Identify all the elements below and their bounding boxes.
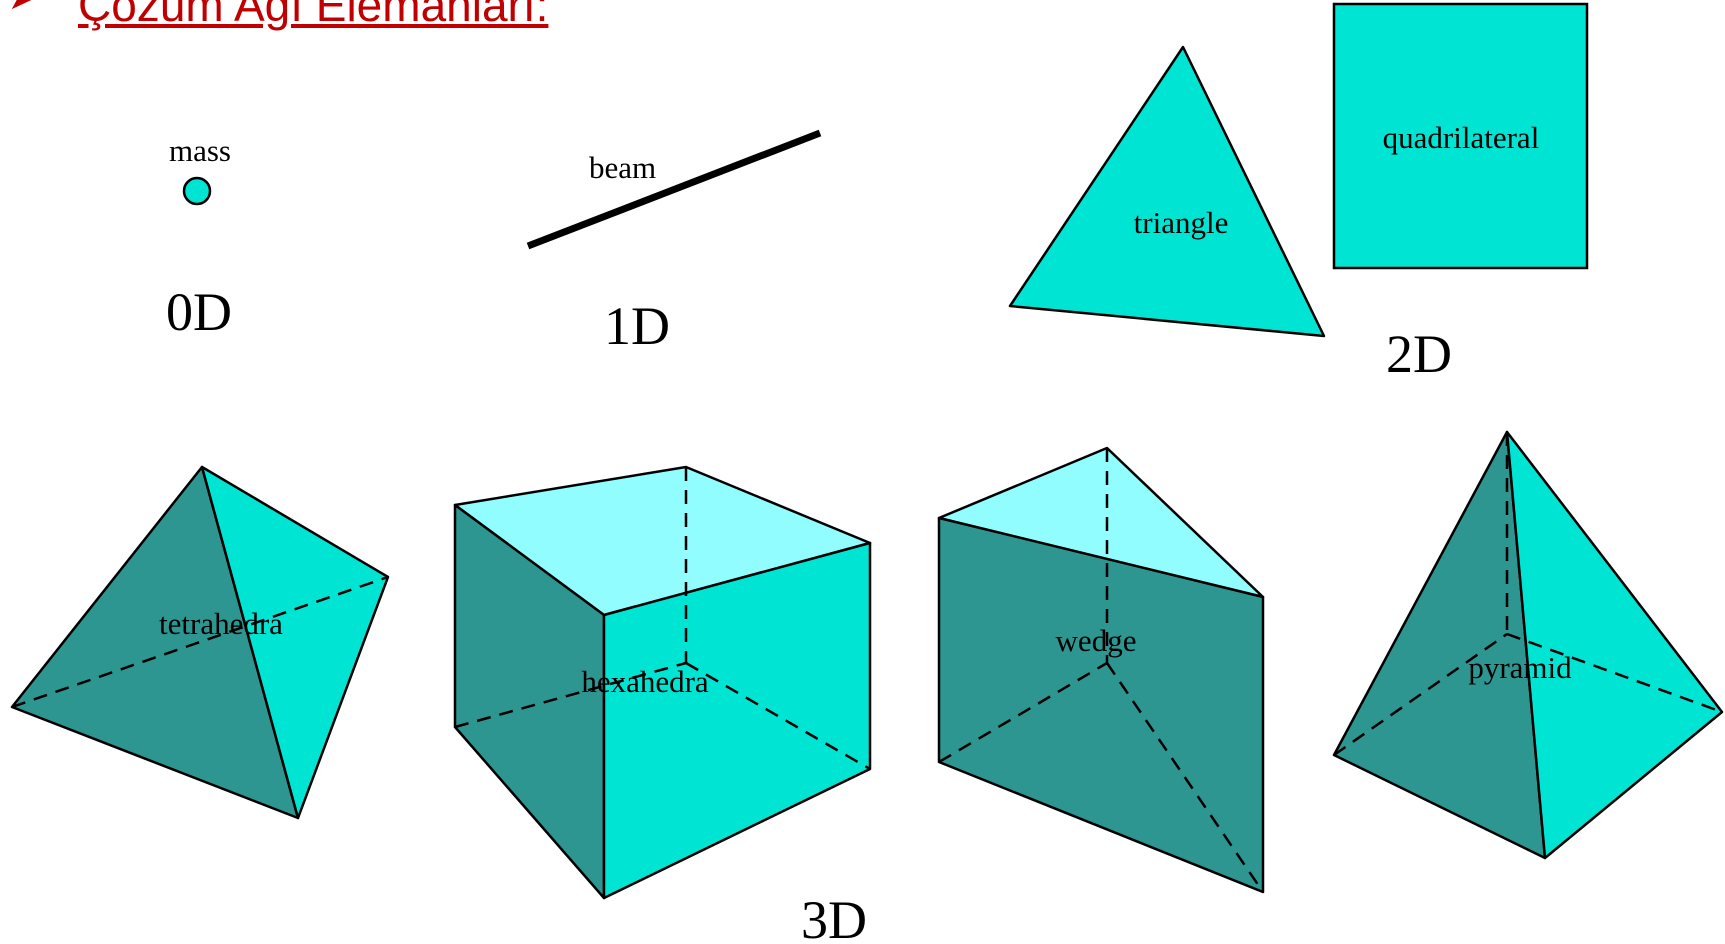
triangle-element: triangle: [1008, 45, 1326, 338]
mass-node: [182, 176, 212, 206]
dimension-3d-label: 3D: [801, 890, 867, 944]
mass-label: mass: [169, 133, 231, 168]
tetrahedra-element: tetrahedra: [10, 465, 390, 820]
wedge-element: wedge: [937, 446, 1265, 894]
dimension-2d-label: 2D: [1386, 324, 1452, 384]
mass-element: mass: [169, 133, 231, 206]
wedge-label: wedge: [1056, 623, 1137, 658]
triangle-face: [1008, 45, 1326, 338]
quadrilateral-face: [1332, 2, 1589, 270]
pyramid-face-right: [1505, 430, 1724, 860]
tetra-face-right: [200, 465, 390, 820]
quadrilateral-element: quadrilateral: [1332, 2, 1589, 270]
hexa-hidden-edge-left: [454, 661, 687, 729]
dimension-1d-label: 1D: [604, 296, 670, 356]
tetra-hidden-edge: [11, 575, 389, 709]
pyramid-hidden-edge-right: [1506, 632, 1723, 714]
wedge-hidden-edge-left: [938, 661, 1108, 764]
heading-title: Çözüm Ağı Elemanları:: [78, 0, 549, 31]
pyramid-label: pyramid: [1468, 650, 1572, 685]
wedge-hidden-edge-right: [1105, 662, 1265, 893]
arrow-bullet-icon: ➤: [8, 0, 37, 18]
triangle-label: triangle: [1134, 205, 1229, 240]
hexahedra-label: hexahedra: [581, 664, 709, 699]
quadrilateral-label: quadrilateral: [1383, 120, 1540, 155]
pyramid-element: pyramid: [1332, 430, 1724, 860]
tetrahedra-label: tetrahedra: [159, 606, 283, 641]
beam-line: [526, 129, 822, 250]
pyramid-hidden-edge-left: [1333, 632, 1508, 757]
beam-label: beam: [589, 150, 656, 185]
beam-element: beam: [526, 129, 822, 250]
dimension-0d-label: 0D: [166, 282, 232, 342]
hexa-hidden-edge-right: [685, 661, 871, 771]
hexahedra-element: hexahedra: [453, 465, 872, 900]
